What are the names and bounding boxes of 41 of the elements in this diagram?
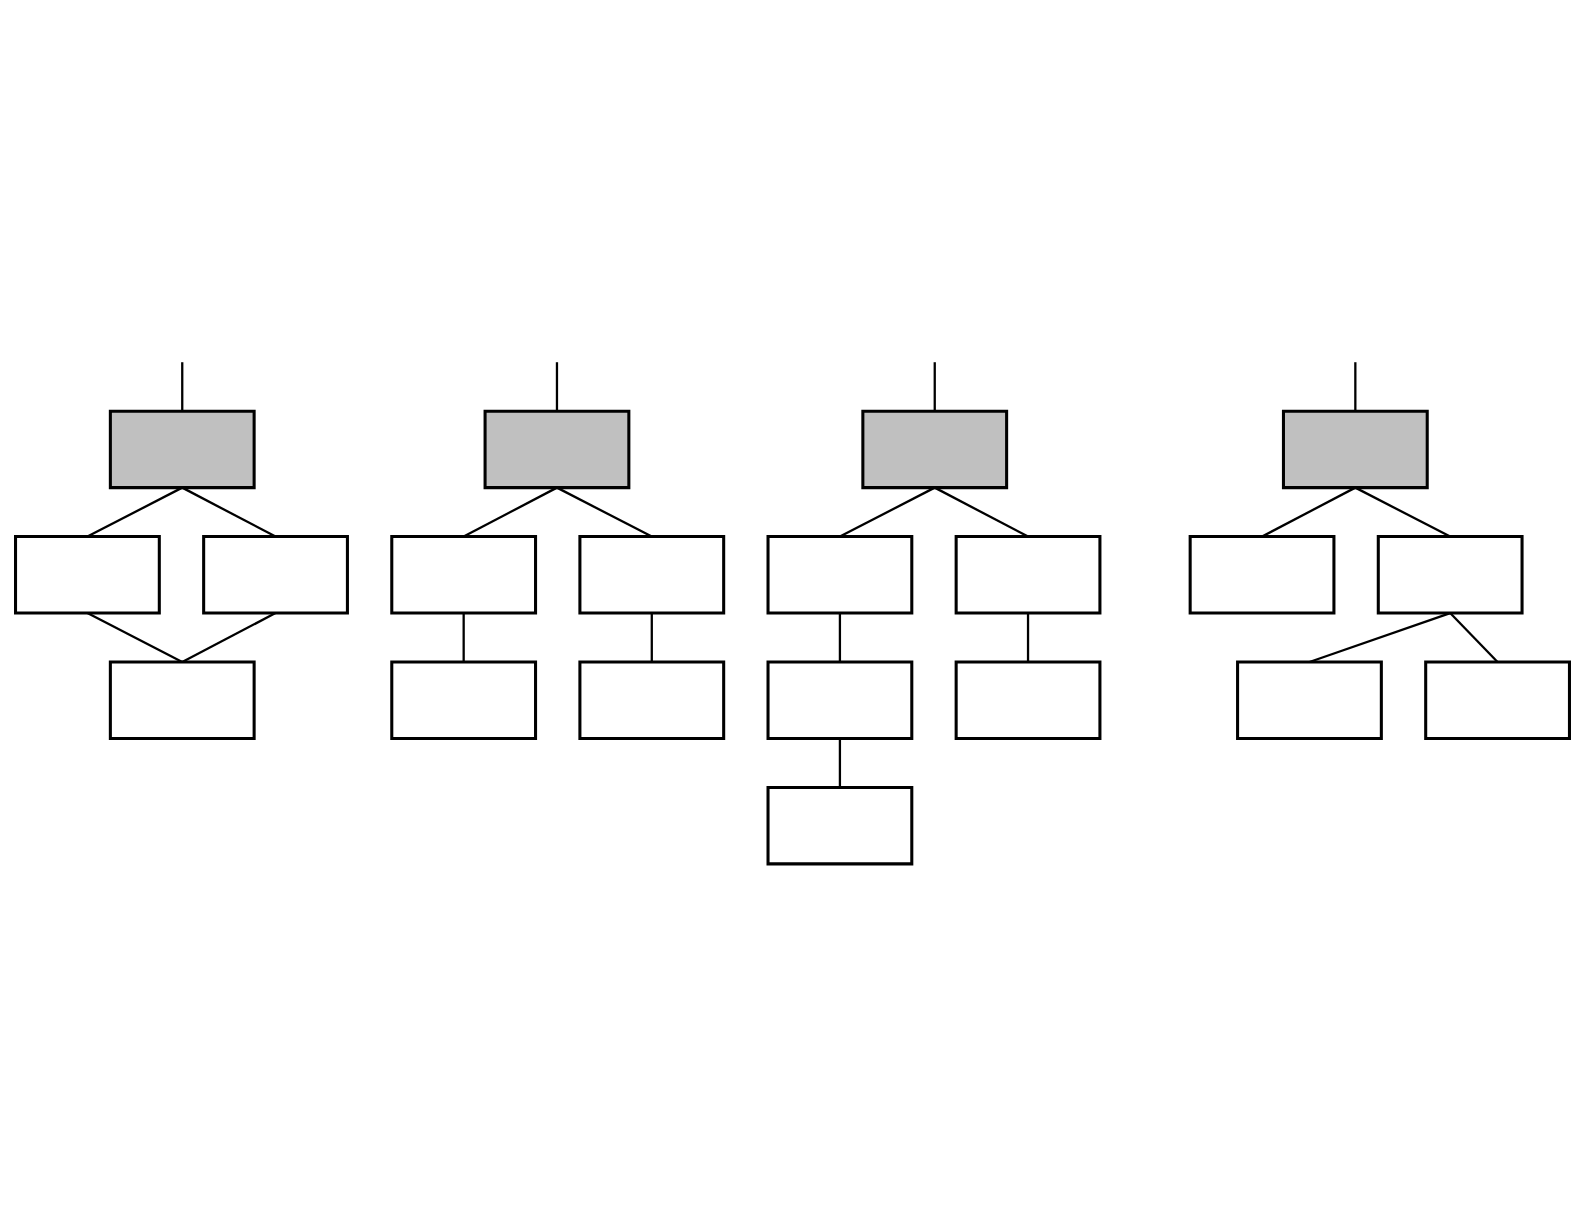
connector	[462, 613, 465, 662]
connector	[839, 486, 936, 538]
node-box	[954, 660, 1102, 740]
node-box	[390, 660, 538, 740]
node-box	[766, 660, 914, 740]
node-box	[578, 660, 726, 740]
connector	[1354, 486, 1451, 538]
node-box	[766, 535, 914, 615]
connector	[555, 362, 559, 412]
node-box	[1281, 409, 1429, 490]
node-box	[578, 535, 726, 615]
node-box	[861, 409, 1009, 490]
connector	[86, 612, 183, 663]
connector	[838, 738, 842, 788]
node-box	[108, 660, 256, 740]
connector	[838, 613, 842, 662]
node-box	[1376, 535, 1524, 615]
node-box	[766, 785, 914, 866]
connector	[1449, 612, 1499, 663]
node-box	[1188, 535, 1336, 615]
connector	[86, 486, 183, 538]
connector	[650, 613, 653, 662]
node-box	[108, 409, 256, 490]
connector	[556, 486, 653, 538]
connector	[933, 362, 936, 412]
node-box	[390, 535, 538, 615]
connector	[181, 486, 277, 538]
node-box	[202, 535, 349, 615]
connector	[1261, 486, 1356, 538]
connector	[1309, 611, 1451, 664]
connector	[1354, 362, 1357, 412]
connector	[934, 486, 1029, 538]
node-box	[14, 535, 161, 615]
node-box	[954, 535, 1102, 615]
node-box	[1424, 660, 1571, 740]
connector	[181, 612, 277, 663]
connector	[181, 362, 184, 412]
connector	[1026, 613, 1030, 662]
node-box	[1236, 660, 1383, 740]
node-box	[483, 409, 631, 490]
connector	[463, 486, 558, 538]
